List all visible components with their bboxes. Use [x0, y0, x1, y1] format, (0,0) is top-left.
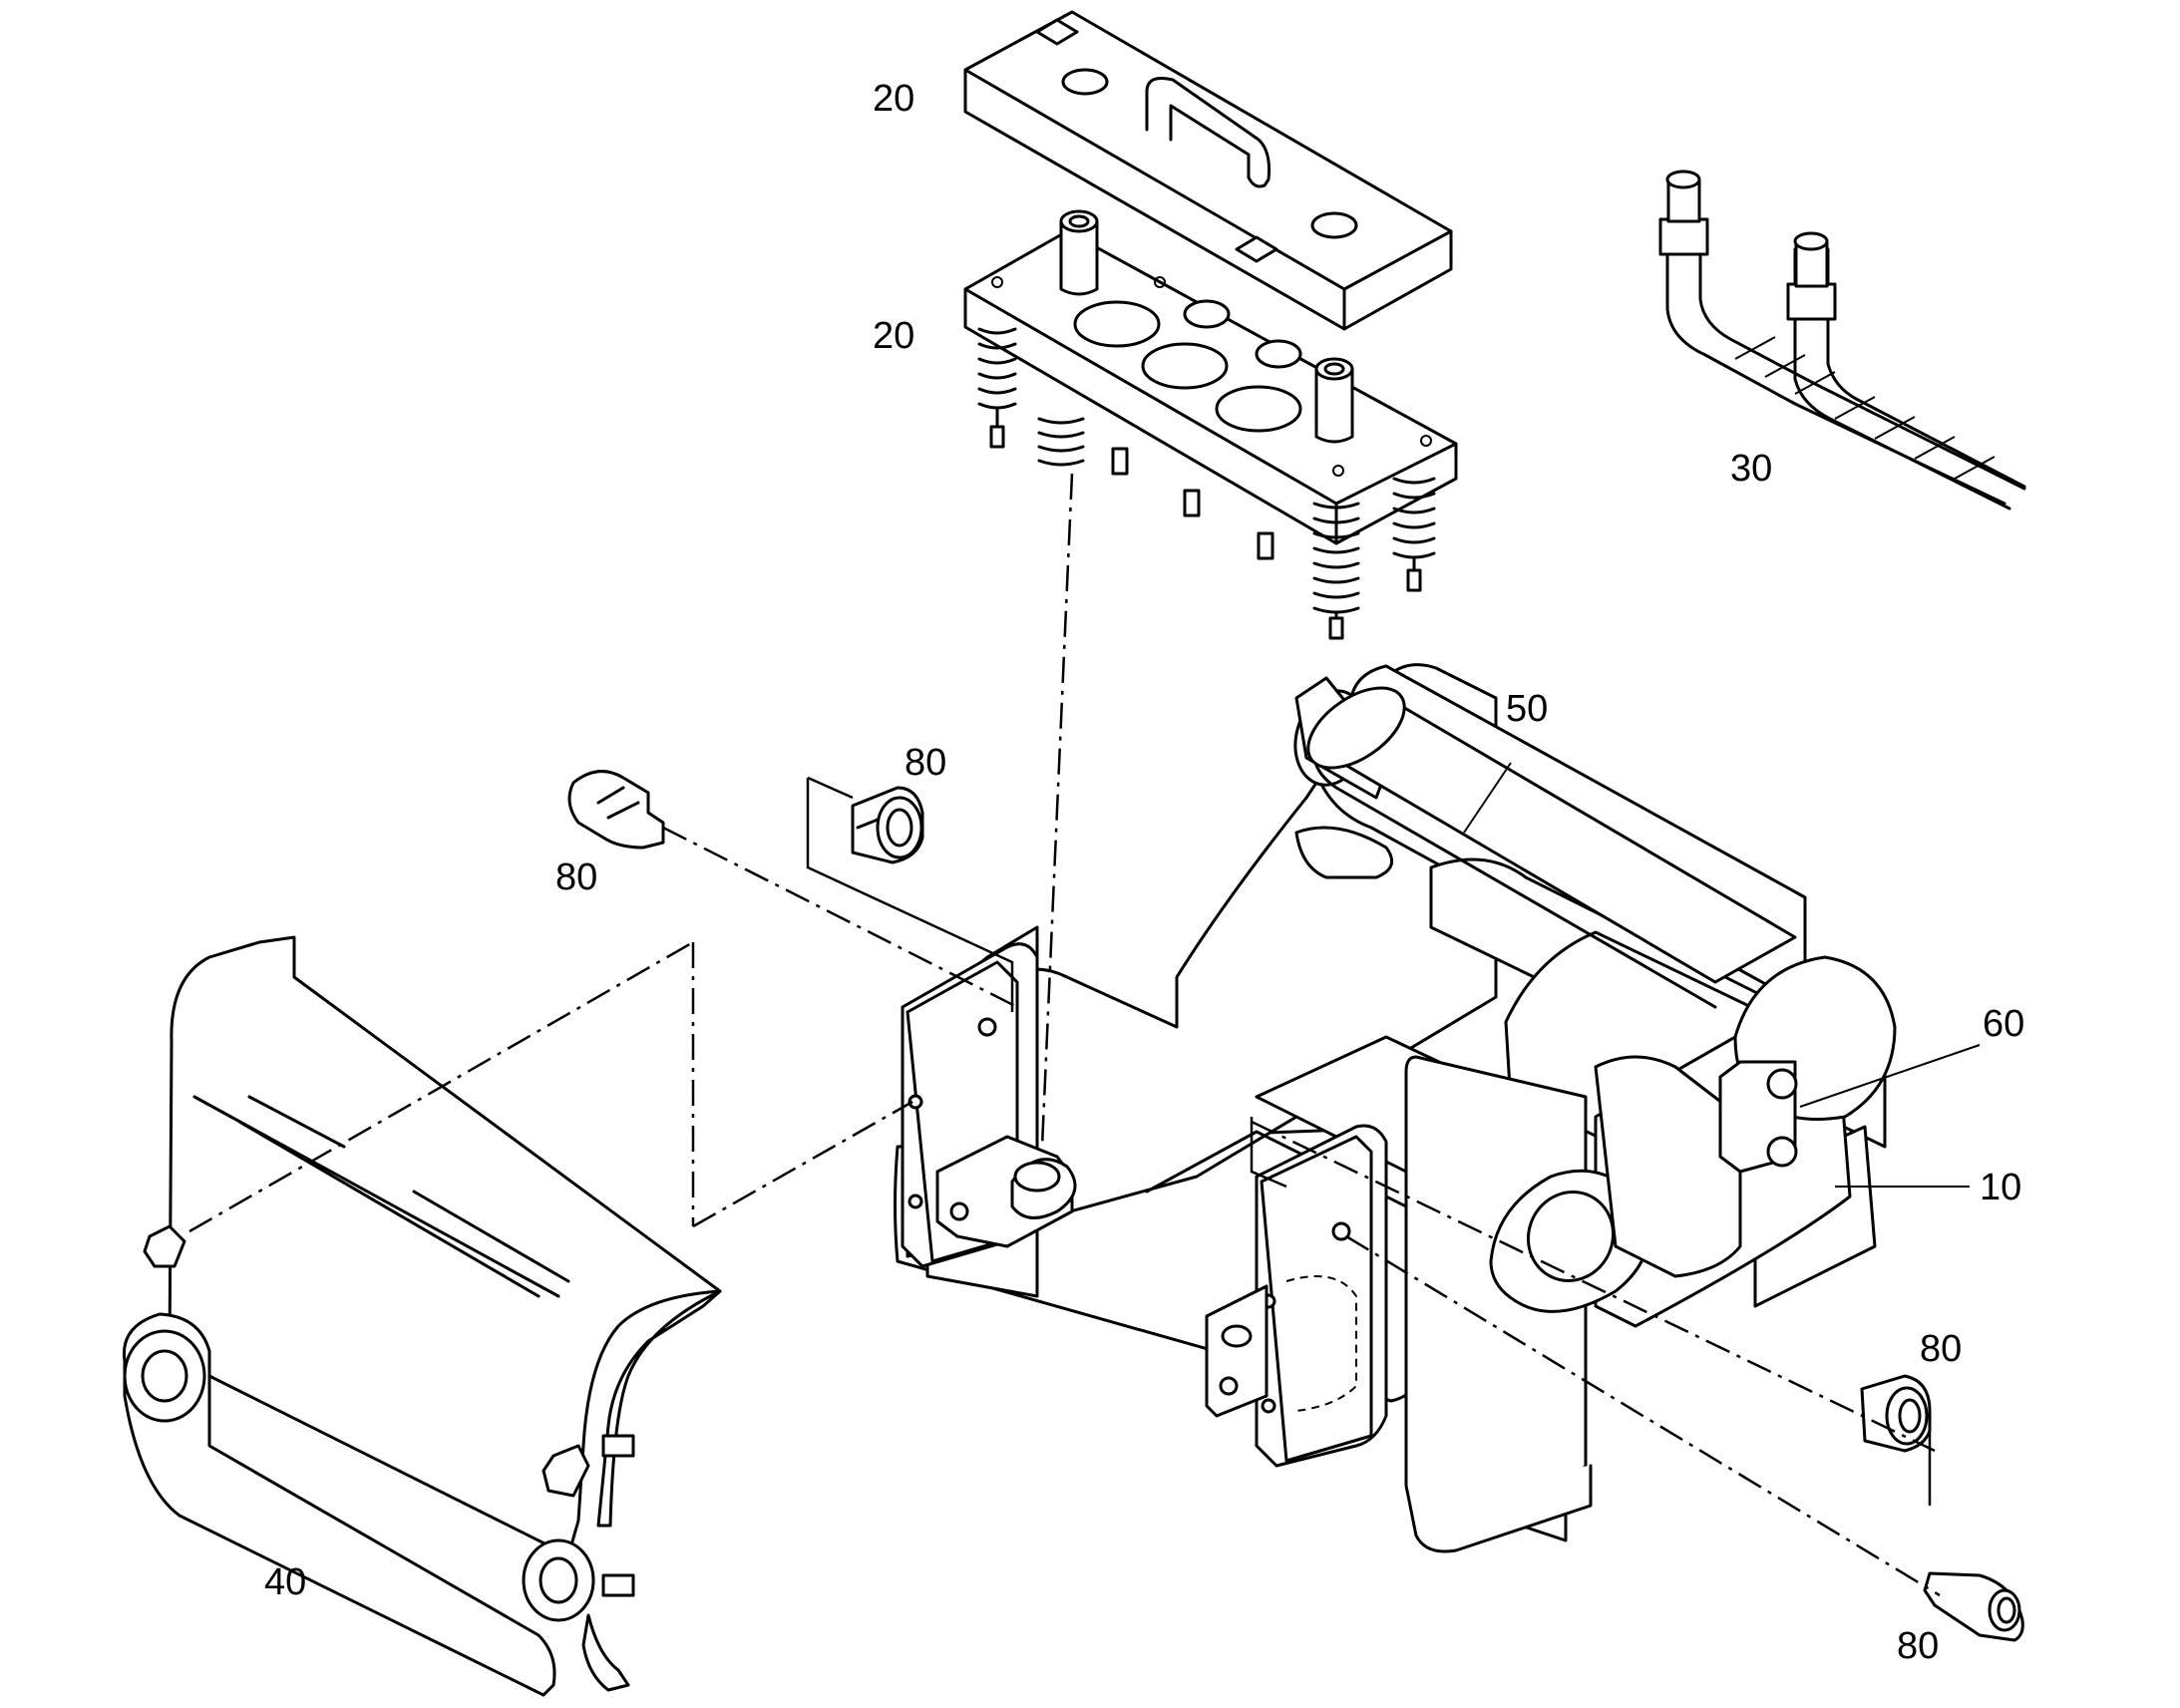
cover [122, 935, 722, 1697]
spring-left [977, 327, 1017, 449]
pin [1306, 686, 1797, 1009]
spring-far-right [1392, 477, 1436, 592]
label-10: 10 [1980, 1167, 2022, 1208]
label-80-bolt-right: 80 [1897, 1625, 1940, 1667]
spring-left-2 [1037, 417, 1085, 467]
label-80-bolt-left: 80 [555, 856, 598, 898]
cap-right [1860, 1374, 1932, 1453]
label-30: 30 [1730, 448, 1773, 490]
label-60: 60 [1983, 1003, 2025, 1045]
label-40: 40 [264, 1561, 307, 1603]
spring-right [1312, 502, 1360, 640]
label-80-cap-right: 80 [1920, 1328, 1963, 1370]
label-50: 50 [1506, 688, 1549, 730]
label-leaders [1463, 762, 1981, 1188]
hose-assembly [1658, 170, 2026, 511]
assembly-lines [188, 473, 1941, 1597]
handle-plate [963, 10, 1453, 331]
valve-plate [963, 209, 1458, 640]
main-frame [894, 663, 1897, 1553]
cap-left [851, 786, 924, 864]
label-20-lower: 20 [873, 315, 915, 357]
label-20-upper: 20 [873, 78, 915, 120]
bolt-right [1923, 1571, 2024, 1642]
label-80-cap-left: 80 [905, 742, 947, 784]
bolt-left [567, 770, 665, 850]
